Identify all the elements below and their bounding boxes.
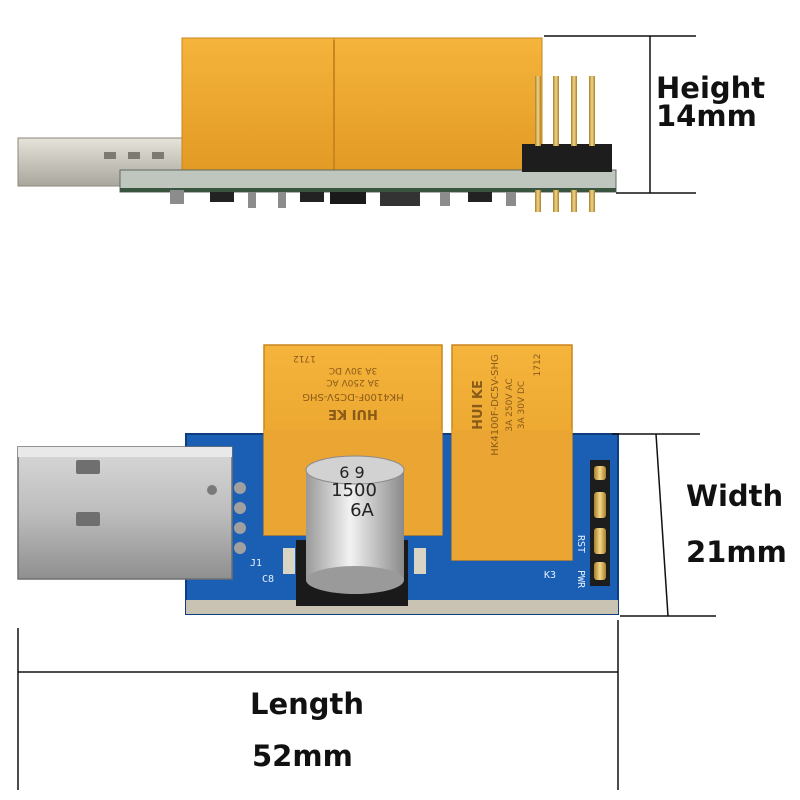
- silk-j1: J1: [250, 558, 262, 569]
- width-label: Width: [686, 479, 784, 513]
- relay-left-rating1: 3A 250V AC: [326, 377, 379, 387]
- relay-left-rating2: 3A 30V DC: [329, 365, 377, 375]
- length-value: 52mm: [252, 739, 353, 773]
- silk-pwr: PWR: [575, 570, 586, 589]
- relay-side-right: [333, 37, 543, 173]
- relay-right-model: HK4100F-DC5V-SHG: [490, 354, 501, 455]
- silk-rst: RST: [575, 535, 586, 553]
- length-dimension-lines: [17, 620, 619, 790]
- capacitor-line3: 6A: [350, 500, 374, 521]
- relay-right-rating1: 3A 250V AC: [505, 378, 515, 431]
- pin-header-side: [522, 144, 612, 172]
- relay-left-model: HK4100F-DC5V-SHG: [302, 391, 403, 402]
- pin-header-top: [590, 460, 610, 586]
- relay-left-brand: HUI KE: [328, 406, 378, 421]
- relay-right-code: 1712: [533, 354, 543, 377]
- capacitor-line2: 1500: [331, 480, 377, 501]
- relay-left-code: 1712: [293, 353, 316, 363]
- usb-connector-top: [17, 446, 233, 580]
- capacitor: 6 9 1500 6A: [296, 455, 408, 606]
- relay-right: HUI KE HK4100F-DC5V-SHG 3A 250V AC 3A 30…: [451, 344, 573, 561]
- height-value: 14mm: [656, 99, 757, 133]
- height-dimension-lines: [544, 35, 696, 194]
- relay-left: HUI KE HK4100F-DC5V-SHG 3A 250V AC 3A 30…: [263, 344, 443, 536]
- relay-right-brand: HUI KE: [471, 380, 486, 430]
- silk-k3: K3: [544, 570, 556, 581]
- relay-right-rating2: 3A 30V DC: [517, 381, 527, 429]
- width-value: 21mm: [686, 535, 787, 569]
- height-label: Height: [656, 71, 766, 105]
- silk-c8: C8: [262, 574, 274, 585]
- top-view-board: HUI KE HK4100F-DC5V-SHG 3A 250V AC 3A 30…: [17, 344, 619, 615]
- header-pins-side: [535, 76, 595, 212]
- length-label: Length: [250, 687, 365, 721]
- capacitor-line1: 6 9: [339, 463, 364, 482]
- side-view-board: [17, 37, 617, 212]
- relay-side-left: [181, 37, 335, 173]
- width-dimension-lines: [612, 433, 716, 617]
